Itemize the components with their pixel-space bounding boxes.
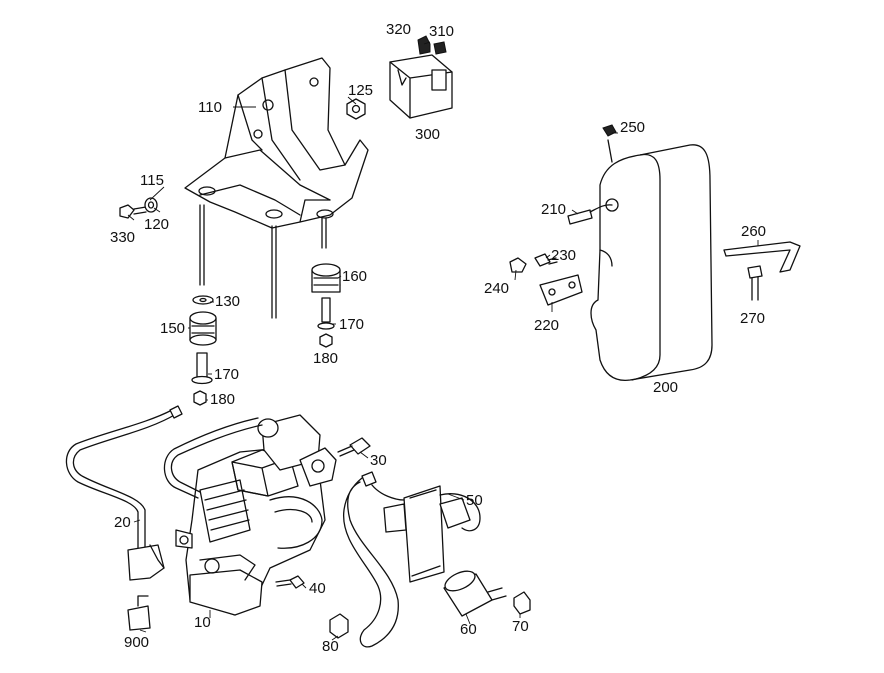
label-210: 210 [541,201,566,218]
label-220: 220 [534,317,559,334]
bolt-40 [275,575,305,589]
label-10: 10 [194,614,211,631]
bushing-115-120 [144,197,158,213]
label-150: 150 [160,320,185,337]
label-200: 200 [653,379,678,396]
label-180-right: 180 [313,350,338,367]
fitting-70 [513,591,531,615]
label-180-left: 180 [210,391,235,408]
nut-125 [346,98,366,120]
label-50: 50 [466,492,483,509]
label-40: 40 [309,580,326,597]
washer-130 [192,295,214,305]
reservoir-200 [590,124,713,381]
fitting-30 [337,437,371,457]
label-240: 240 [484,280,509,297]
fitting-230 [534,253,558,267]
label-320: 320 [386,21,411,38]
washer-240 [509,257,527,273]
label-130: 130 [215,293,240,310]
sleeve-170-left [191,352,213,385]
bracket-220 [539,274,583,306]
label-260: 260 [741,223,766,240]
rubber-mount-160 [311,263,341,293]
label-270: 270 [740,310,765,327]
leader-lines [127,41,759,641]
label-310: 310 [429,23,454,40]
label-330: 330 [110,229,135,246]
label-125: 125 [348,82,373,99]
label-20: 20 [114,514,131,531]
nut-180-right [319,333,333,348]
filter-60 [443,570,507,617]
rubber-mount-150 [189,311,217,346]
connector-900 [127,595,151,631]
label-900: 900 [124,634,149,651]
label-115: 115 [140,172,164,189]
label-60: 60 [460,621,477,638]
label-120: 120 [144,216,169,233]
bolt-330 [119,204,147,219]
label-110: 110 [198,99,222,116]
label-230: 230 [551,247,576,264]
sleeve-170-right [317,297,335,330]
label-80: 80 [322,638,339,655]
bracket-110 [184,57,369,319]
hose-20 [65,405,183,581]
bolt-270 [747,265,763,301]
part-labels: 320 310 125 110 300 115 330 120 250 210 … [110,21,766,655]
control-module-300 [389,35,453,119]
label-30: 30 [370,452,387,469]
nut-80 [329,613,349,639]
label-170-right: 170 [339,316,364,333]
label-160: 160 [342,268,367,285]
compressor-assembly-10 [175,414,337,616]
label-250: 250 [620,119,645,136]
hose-compressor [163,417,263,499]
bracket-260 [723,241,801,273]
label-70: 70 [512,618,529,635]
nut-180-left [193,390,207,406]
label-170-left: 170 [214,366,239,383]
hose-lower [343,471,399,648]
valve-block-50 [371,484,481,583]
label-300: 300 [415,126,440,143]
sensor-210 [567,204,613,225]
